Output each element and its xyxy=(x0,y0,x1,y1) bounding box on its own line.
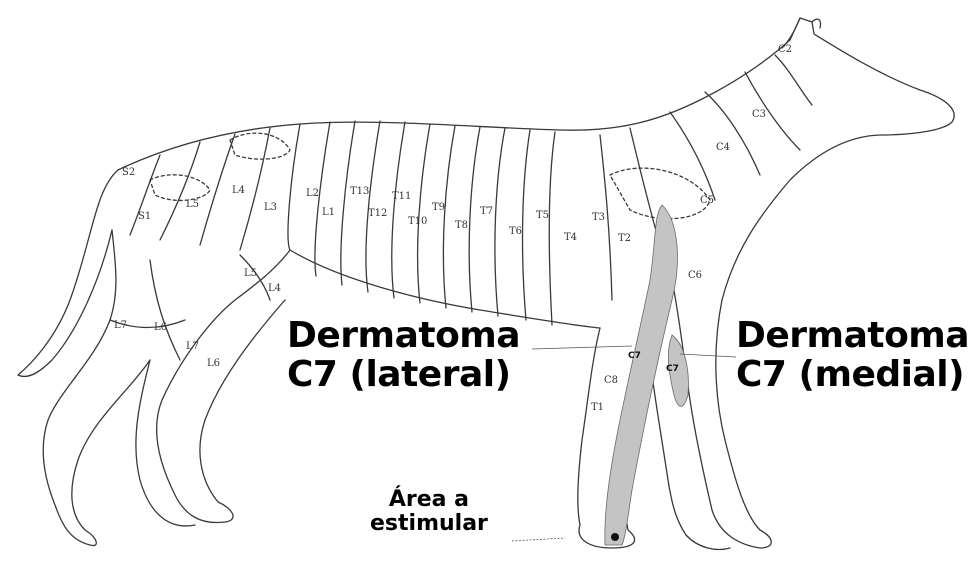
label-t13: T13 xyxy=(350,186,369,197)
lateral-pointer-line xyxy=(532,346,632,349)
label-s2: S2 xyxy=(122,167,135,178)
label-l7-leg: L7 xyxy=(186,341,199,352)
stimulate-pointer-line xyxy=(512,538,565,541)
label-c7-medial: C7 xyxy=(666,364,679,374)
label-l5: L5 xyxy=(186,199,199,210)
label-l3: L3 xyxy=(264,202,277,213)
label-c3: C3 xyxy=(752,109,766,120)
dermatoma-lateral-title: Dermatoma xyxy=(287,317,520,356)
front-leg-far-inner xyxy=(650,360,730,549)
label-t5: T5 xyxy=(536,210,549,221)
dermatoma-lateral-subtitle: C7 (lateral) xyxy=(287,356,520,395)
label-t10: T10 xyxy=(408,216,427,227)
label-c4: C4 xyxy=(716,142,730,153)
tail-outline xyxy=(18,170,118,377)
label-t1: T1 xyxy=(591,402,604,413)
label-t8: T8 xyxy=(455,220,468,231)
label-t11: T11 xyxy=(392,191,411,202)
area-estimular-line1: Área a xyxy=(370,488,488,512)
label-c7-lateral: C7 xyxy=(628,351,641,361)
label-c6: C6 xyxy=(688,270,702,281)
label-l6-leg: L6 xyxy=(207,358,220,369)
label-t9: T9 xyxy=(432,202,445,213)
label-l1: L1 xyxy=(322,207,335,218)
label-t12: T12 xyxy=(368,208,387,219)
label-c5: C5 xyxy=(700,195,714,206)
label-s1: S1 xyxy=(138,211,151,222)
label-l4-leg: L4 xyxy=(268,283,281,294)
label-t7: T7 xyxy=(480,206,493,217)
label-l7-far: L7 xyxy=(114,320,127,331)
hind-leg-far-2 xyxy=(136,360,195,526)
label-l2: L2 xyxy=(306,188,319,199)
dermatoma-medial-subtitle: C7 (medial) xyxy=(736,356,969,395)
label-t3: T3 xyxy=(592,212,605,223)
label-l6-far: L6 xyxy=(154,322,167,333)
stimulation-point-marker xyxy=(611,533,619,541)
area-estimular-callout: Área a estimular xyxy=(370,488,488,536)
label-l4: L4 xyxy=(232,185,245,196)
area-estimular-line2: estimular xyxy=(370,512,488,536)
dermatoma-medial-title: Dermatoma xyxy=(736,317,969,356)
dermatoma-medial-callout: Dermatoma C7 (medial) xyxy=(736,317,969,395)
label-t4: T4 xyxy=(564,232,577,243)
label-t6: T6 xyxy=(509,226,522,237)
dermatoma-lateral-callout: Dermatoma C7 (lateral) xyxy=(287,317,520,395)
label-t2: T2 xyxy=(618,233,631,244)
label-c2: C2 xyxy=(778,44,792,55)
label-l5-leg: L5 xyxy=(244,268,257,279)
label-c8: C8 xyxy=(604,375,618,386)
medial-pointer-line xyxy=(680,354,736,357)
hind-leg-far xyxy=(43,230,150,546)
